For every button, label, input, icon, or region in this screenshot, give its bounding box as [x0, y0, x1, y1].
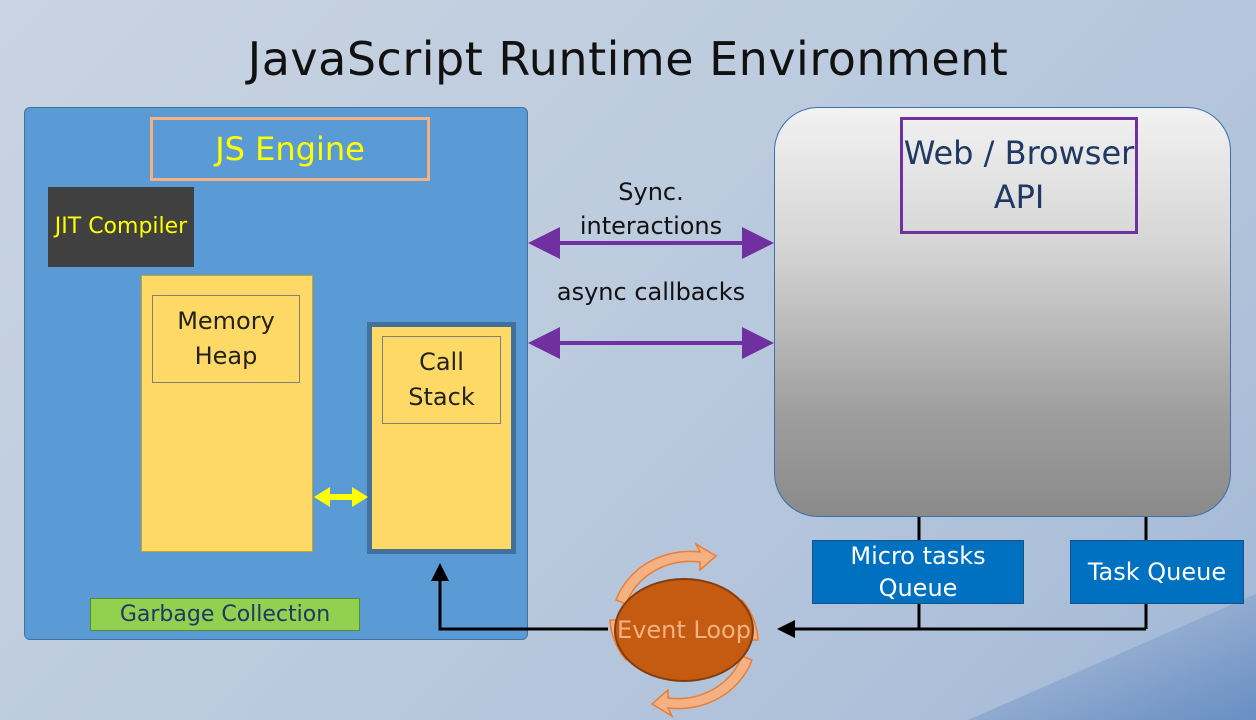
garbage-collection-box: Garbage Collection — [90, 598, 360, 631]
web-api-container — [774, 107, 1231, 517]
task-queue: Task Queue — [1070, 540, 1244, 604]
jit-compiler-box: JIT Compiler — [48, 187, 194, 267]
call-stack-box — [367, 322, 516, 554]
js-engine-label: JS Engine — [150, 117, 430, 181]
memory-heap-box — [141, 275, 313, 552]
memory-heap-label: Memory Heap — [152, 295, 300, 383]
event-loop-circle: Event Loop — [614, 578, 754, 682]
async-callbacks-label: async callbacks — [556, 278, 746, 306]
micro-tasks-queue: Micro tasks Queue — [812, 540, 1024, 604]
call-stack-label: Call Stack — [382, 336, 501, 424]
diagram-title: JavaScript Runtime Environment — [247, 32, 1009, 86]
web-api-label: Web / Browser API — [900, 117, 1138, 234]
event-loop-to-call-stack-arrow — [431, 563, 608, 631]
heap-stack-arrow — [314, 487, 368, 507]
